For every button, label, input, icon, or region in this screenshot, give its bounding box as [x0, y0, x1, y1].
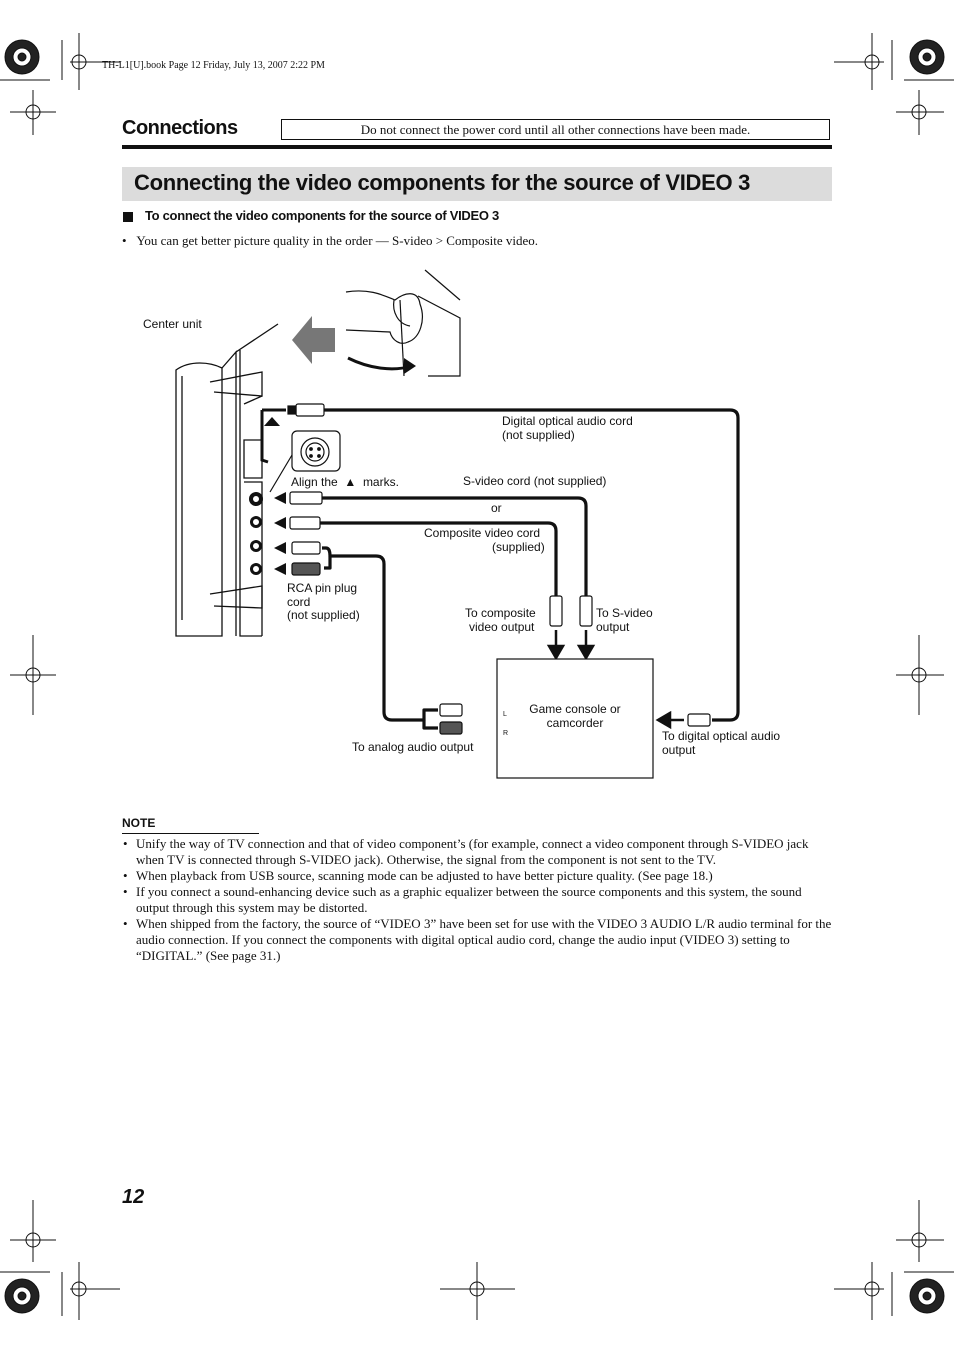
rca-cord-label-2: cord	[287, 595, 311, 609]
arrows-to-device	[546, 630, 684, 730]
sub-heading: To connect the video components for the …	[145, 208, 499, 223]
hand-illustration	[345, 269, 461, 377]
bullet-icon: •	[122, 233, 137, 248]
rca-cord-label-3: (not supplied)	[287, 608, 360, 622]
square-bullet-icon	[123, 212, 133, 222]
align-prefix: Align the	[291, 475, 338, 489]
s-video-connector-icon	[269, 430, 341, 493]
center-unit-label: Center unit	[143, 317, 202, 331]
to-svideo-label-2: output	[596, 620, 630, 634]
note-label: NOTE	[122, 816, 156, 830]
triangle-up-icon: ▲	[344, 475, 357, 489]
header-rule	[122, 145, 832, 149]
composite-cord-label: Composite video cord	[424, 526, 541, 540]
or-label: or	[491, 501, 502, 515]
intro-bullet-text: You can get better picture quality in th…	[136, 233, 539, 248]
s-video-cord-label: S-video cord (not supplied)	[463, 474, 607, 488]
note-list: Unify the way of TV connection and that …	[122, 836, 834, 964]
center-unit-illustration	[175, 323, 279, 637]
cables	[320, 408, 740, 730]
to-digital-label-2: output	[662, 743, 696, 757]
title-banner	[122, 167, 832, 201]
align-suffix: marks.	[362, 475, 399, 489]
composite-cord-note: (supplied)	[492, 540, 545, 554]
device-box	[496, 658, 654, 779]
unit-jacks	[249, 492, 263, 575]
align-marks-label: Align the ▲ marks.	[291, 476, 399, 489]
optical-cord-note: (not supplied)	[502, 428, 575, 442]
device-label-1: Game console or	[529, 702, 621, 716]
intro-bullet: • You can get better picture quality in …	[122, 233, 538, 249]
to-svideo-label-1: To S-video	[596, 606, 653, 620]
section-title: Connections	[122, 117, 238, 139]
left-channel-marker: L	[503, 711, 507, 718]
page-title: Connecting the video components for the …	[134, 170, 751, 195]
rca-cord-label-1: RCA pin plug	[287, 581, 358, 595]
page-header: TH-L1[U].book Page 12 Friday, July 13, 2…	[102, 60, 325, 71]
to-composite-label-2: video output	[469, 620, 535, 634]
push-arrow-icon	[292, 316, 335, 364]
note-item: When shipped from the factory, the sourc…	[122, 916, 834, 964]
warning-box: Do not connect the power cord until all …	[281, 119, 830, 140]
to-composite-label-1: To composite	[465, 606, 536, 620]
connection-diagram	[175, 269, 740, 779]
note-item: If you connect a sound-enhancing device …	[122, 884, 834, 916]
to-digital-label-1: To digital optical audio	[662, 729, 781, 743]
page-number: 12	[122, 1186, 145, 1208]
plugs	[287, 403, 711, 735]
to-analog-label: To analog audio output	[352, 740, 474, 754]
note-item: When playback from USB source, scanning …	[122, 868, 834, 884]
right-channel-marker: R	[503, 730, 509, 737]
rotate-arrow-icon	[347, 356, 413, 371]
note-item: Unify the way of TV connection and that …	[122, 836, 834, 868]
device-label-2: camcorder	[546, 716, 604, 730]
note-rule	[122, 833, 259, 834]
optical-cord-label: Digital optical audio cord	[502, 414, 633, 428]
arrows-to-unit	[264, 417, 286, 575]
